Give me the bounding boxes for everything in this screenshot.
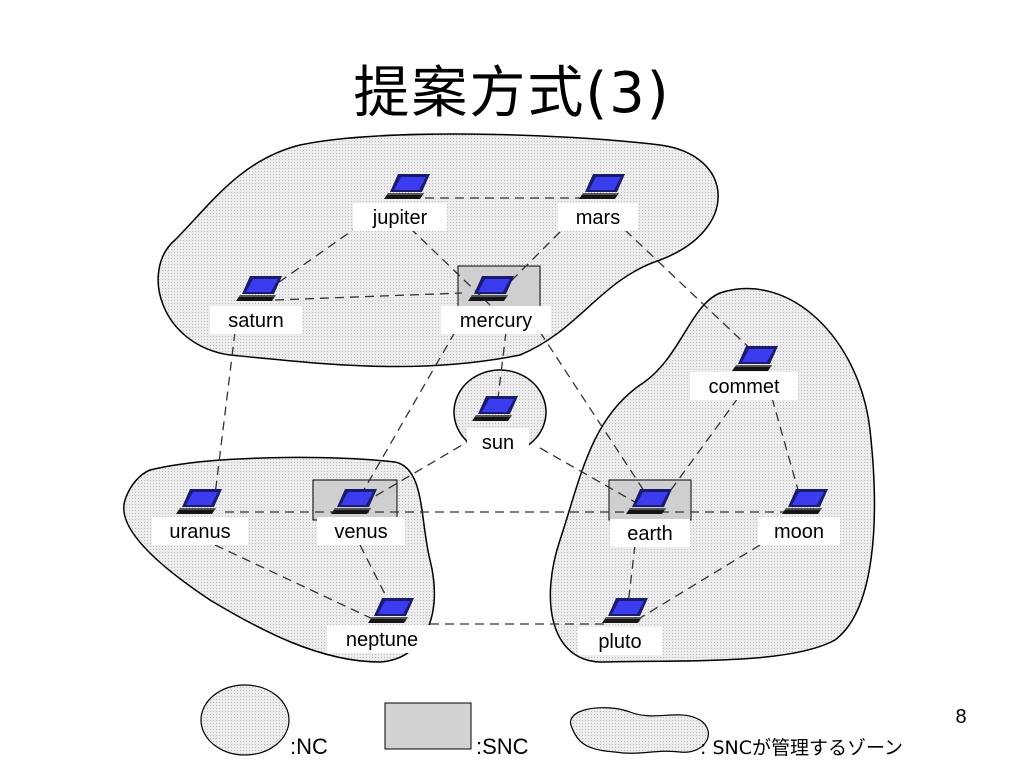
node-label-mercury: mercury [460, 310, 532, 332]
node-label-earth: earth [627, 523, 673, 545]
node-commet: commet [690, 346, 798, 400]
slide-title: 提案方式(3) [353, 61, 671, 126]
edge-earth-pluto [627, 544, 636, 606]
node-label-bg [317, 517, 405, 545]
node-label-bg [210, 306, 302, 334]
node-label-moon: moon [774, 521, 824, 543]
zone-right [549, 287, 876, 663]
edge-saturn-mercury [274, 292, 463, 301]
legend-zone-symbol [569, 707, 709, 754]
node-saturn: saturn [210, 276, 302, 334]
edge-commet-moon [771, 397, 801, 498]
legend-snc-symbol [384, 702, 472, 750]
node-label-sun: sun [482, 432, 514, 454]
legend: :NC :SNC : SNCが管理するゾーン [200, 684, 903, 759]
node-label-pluto: pluto [598, 631, 641, 653]
node-label-bg [152, 517, 248, 545]
edge-moon-pluto [639, 544, 761, 619]
node-moon: moon [758, 489, 840, 545]
node-label-bg [610, 519, 690, 547]
node-pluto: pluto [578, 598, 662, 655]
edge-mars-commet [624, 229, 761, 359]
node-label-bg [467, 428, 529, 456]
node-sun: sun [467, 396, 529, 456]
edge-saturn-uranus [214, 331, 236, 496]
node-label-venus: venus [334, 521, 387, 543]
node-mars: mars [558, 174, 638, 231]
node-label-jupiter: jupiter [372, 207, 428, 229]
edge-sun-venus [371, 437, 475, 499]
legend-snc-label: :SNC [476, 734, 529, 759]
edge-venus-neptune [359, 544, 393, 609]
edge-mercury-sun [497, 331, 507, 399]
node-label-bg [353, 203, 447, 231]
legend-zone-label: : SNCが管理するゾーン [700, 737, 903, 759]
node-label-neptune: neptune [346, 629, 418, 651]
edge-mercury-venus [357, 331, 456, 501]
node-label-bg [327, 625, 437, 653]
node-label-bg [690, 372, 798, 400]
edges [214, 197, 801, 625]
node-label-bg [578, 627, 662, 655]
node-uranus: uranus [152, 489, 248, 545]
node-label-commet: commet [708, 376, 780, 398]
node-neptune: neptune [327, 598, 437, 653]
node-label-bg [758, 517, 840, 545]
node-venus: venus [317, 489, 405, 545]
edge-commet-earth [664, 397, 739, 499]
node-label-mars: mars [576, 207, 620, 229]
node-label-bg [441, 306, 551, 334]
node-label-bg [558, 203, 638, 231]
node-label-saturn: saturn [228, 310, 284, 332]
legend-nc-label: :NC [290, 734, 328, 759]
legend-nc-symbol [200, 684, 290, 756]
page-number: 8 [955, 706, 967, 728]
edge-sun-earth [539, 447, 641, 506]
node-earth: earth [610, 489, 690, 547]
node-label-uranus: uranus [169, 521, 230, 543]
edge-mercury-earth [539, 331, 651, 501]
node-mercury: mercury [441, 276, 551, 334]
edge-jupiter-saturn [264, 224, 361, 293]
node-jupiter: jupiter [353, 174, 447, 231]
